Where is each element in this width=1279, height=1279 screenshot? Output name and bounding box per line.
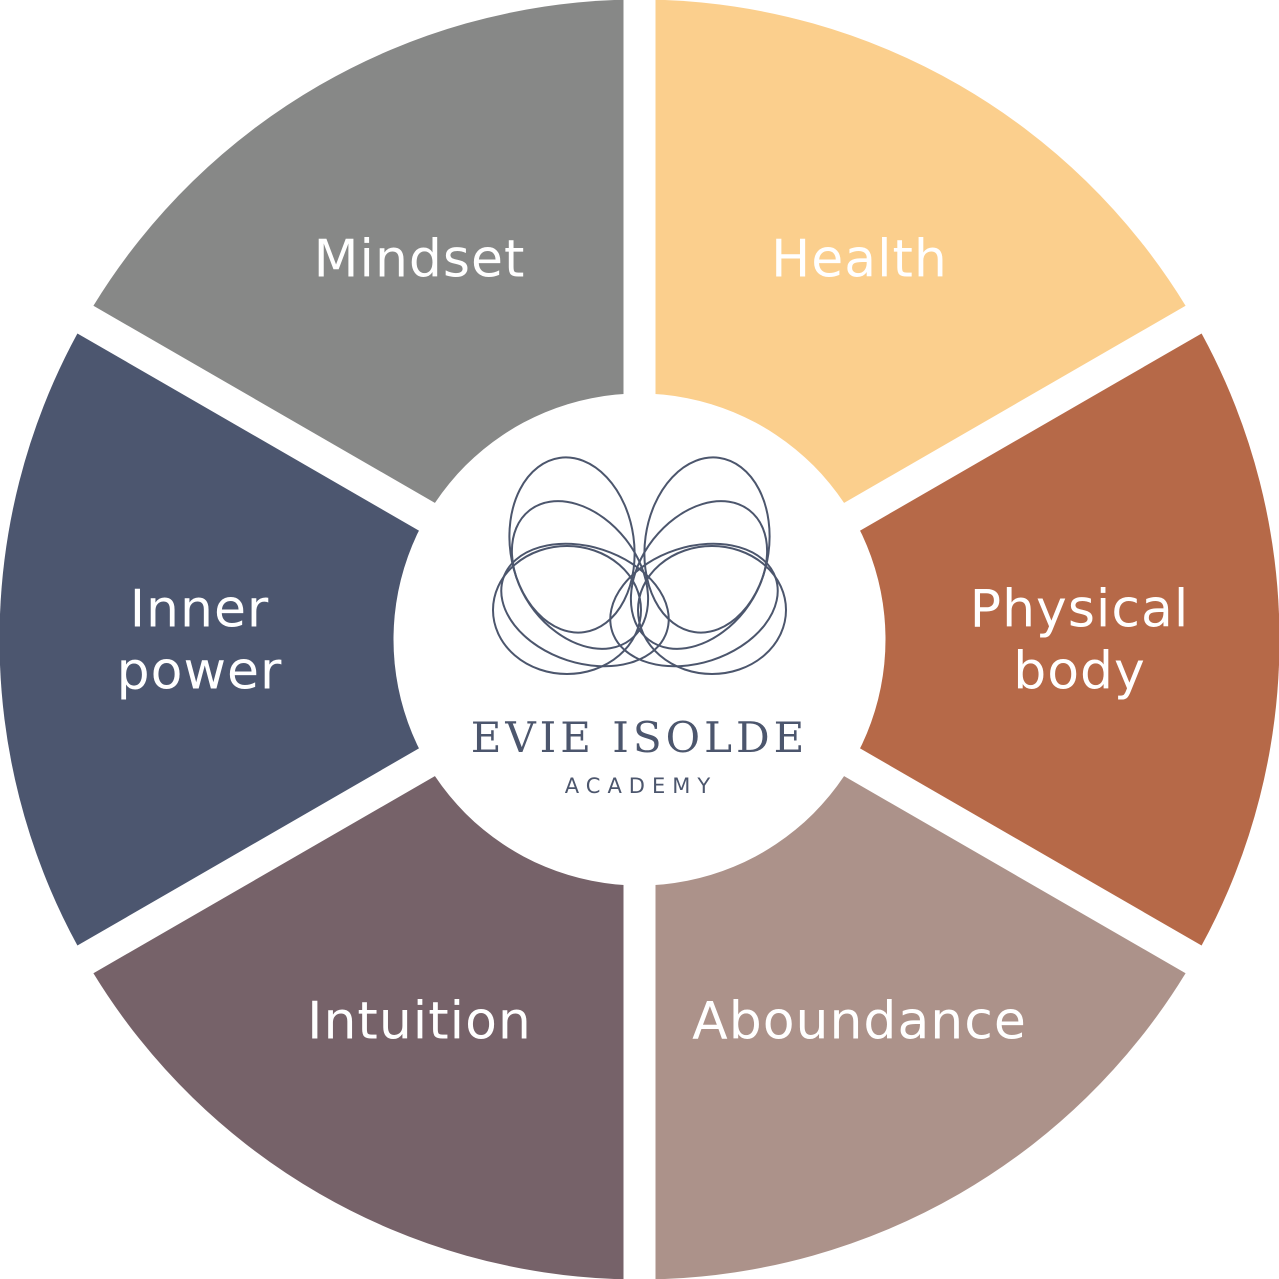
segment-label-abundance: Aboundance	[692, 992, 1027, 1052]
segment-label-line: Aboundance	[692, 992, 1027, 1052]
segment-physical-body	[671, 333, 1279, 946]
butterfly-loops-logo-icon	[492, 456, 787, 675]
segment-label-line: Physical	[970, 580, 1190, 640]
brand-name: EVIE ISOLDE	[471, 713, 809, 762]
segment-label-line: Intuition	[307, 992, 532, 1052]
segment-label-line: Health	[771, 229, 948, 289]
segment-label-line: Inner	[130, 580, 270, 640]
segment-inner-power	[0, 333, 608, 946]
segment-label-line: power	[117, 642, 283, 702]
segment-label-health: Health	[771, 229, 948, 289]
center-disc	[393, 393, 886, 886]
segment-label-mindset: Mindset	[314, 229, 526, 289]
segment-label-line: Mindset	[314, 229, 526, 289]
segment-label-intuition: Intuition	[307, 992, 532, 1052]
segment-label-line: body	[1013, 642, 1146, 702]
brand-subtitle: ACADEMY	[565, 774, 717, 798]
